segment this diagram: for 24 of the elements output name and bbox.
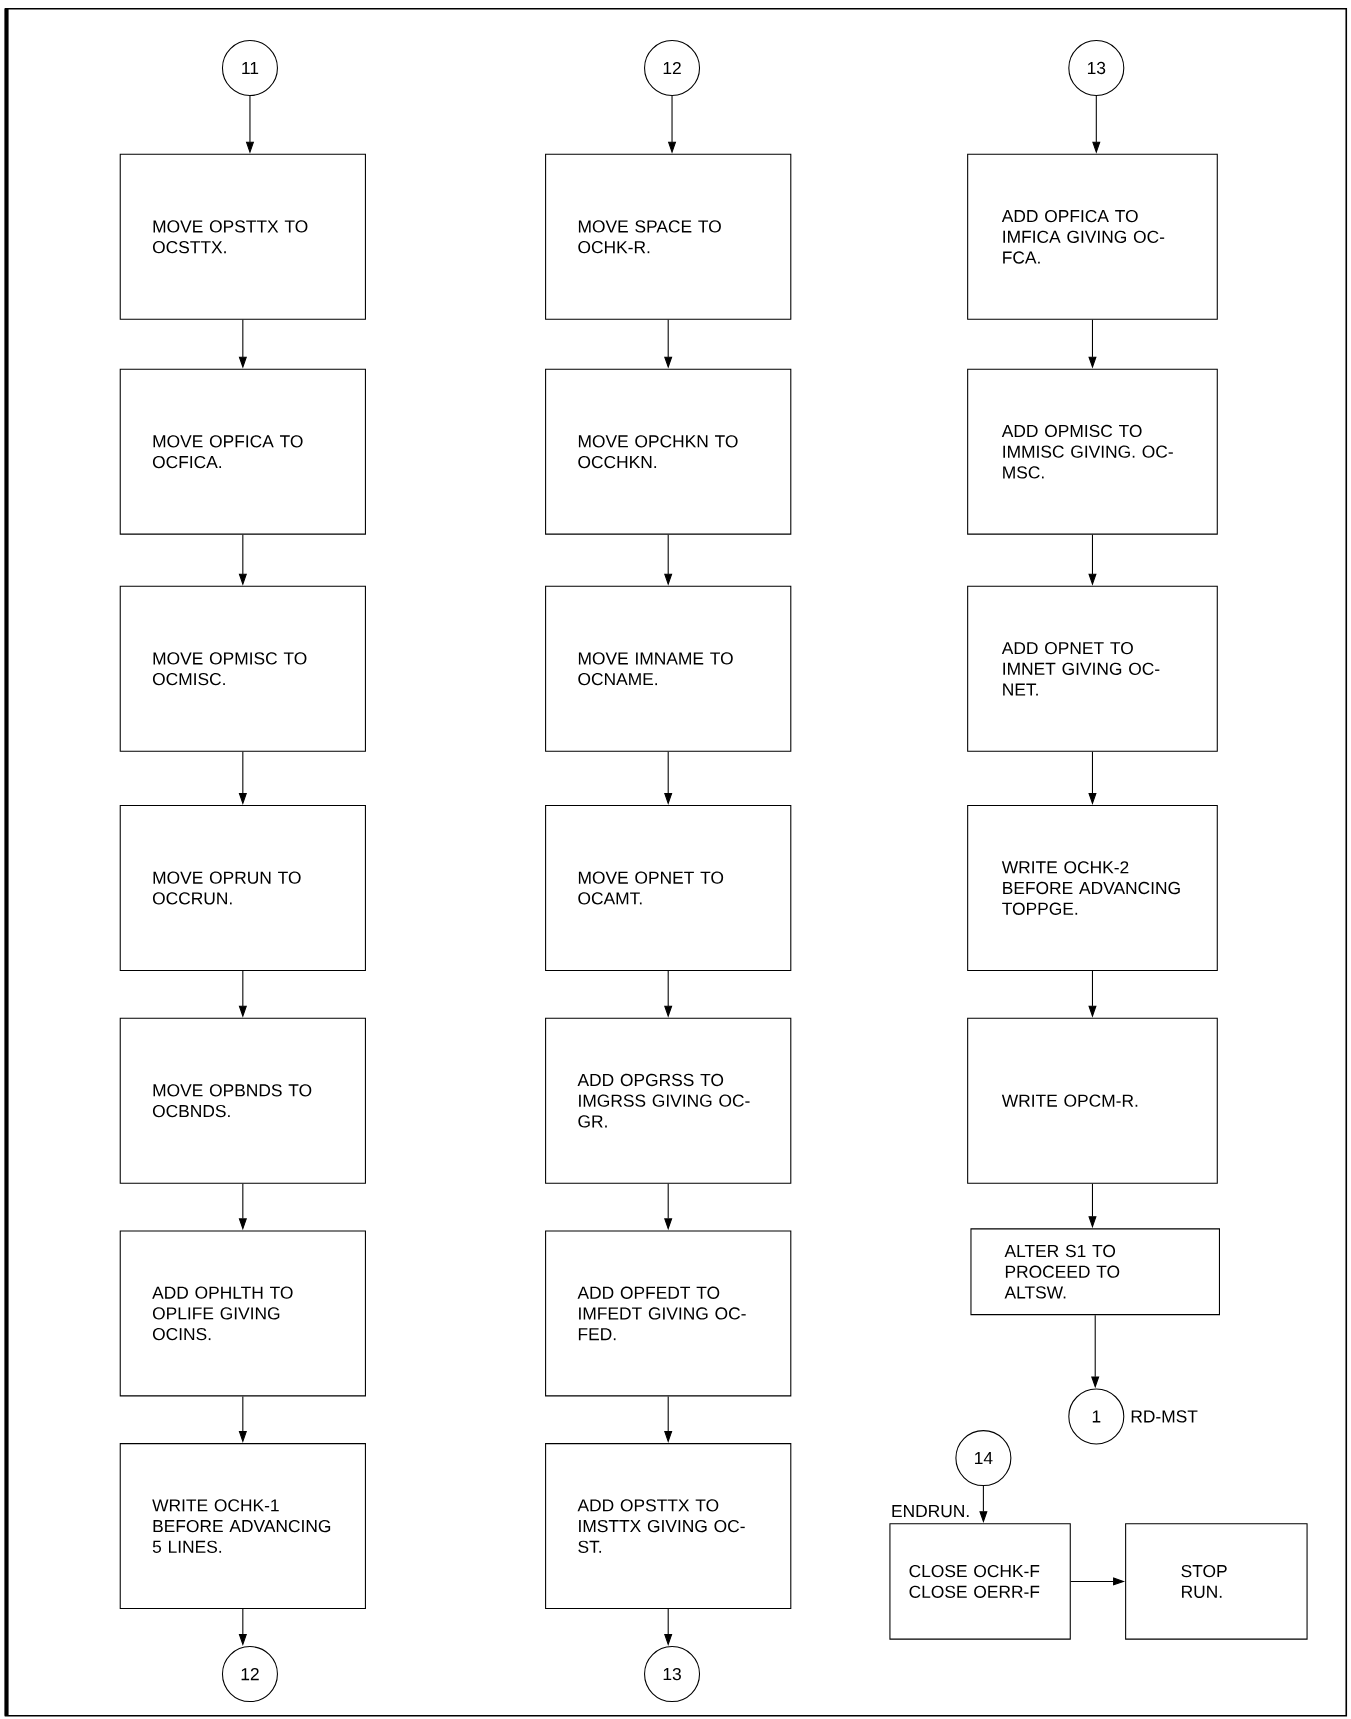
process-box: WRITE OCHK-2 BEFORE ADVANCING TOPPGE. [967,805,1218,972]
process-box: MOVE OPFICA TO OCFICA. [119,368,367,535]
connector-label: RD-MST [1131,1410,1198,1423]
paragraph-label: ENDRUN. [892,1505,969,1518]
process-box: ADD OPFICA TO IMFICA GIVING OC-FCA. [967,153,1218,320]
process-box: STOP RUN. [1125,1523,1308,1640]
process-box: ADD OPGRSS TO IMGRSS GIVING OC-GR. [545,1017,792,1184]
process-box: MOVE SPACE TO OCHK-R. [545,153,792,320]
process-box: MOVE OPSTTX TO OCSTTX. [119,153,367,320]
process-box: ADD OPHLTH TO OPLIFE GIVING OCINS. [119,1230,367,1397]
process-box: WRITE OPCM-R. [967,1017,1218,1184]
process-box: ADD OPFEDT TO IMFEDT GIVING OC-FED. [545,1230,792,1397]
process-box: MOVE OPNET TO OCAMT. [545,805,792,972]
process-box: ADD OPNET TO IMNET GIVING OC-NET. [967,585,1218,752]
process-box: MOVE OPRUN TO OCCRUN. [119,805,367,972]
process-box: CLOSE OCHK-F CLOSE OERR-F [889,1523,1071,1640]
process-box: MOVE OPMISC TO OCMISC. [119,585,367,752]
process-box: MOVE OPCHKN TO OCCHKN. [545,368,792,535]
process-box: MOVE IMNAME TO OCNAME. [545,585,792,752]
process-box: ADD OPSTTX TO IMSTTX GIVING OC-ST. [545,1443,792,1610]
process-box: ALTER S1 TO PROCEED TO ALTSW. [970,1228,1221,1316]
process-box: MOVE OPBNDS TO OCBNDS. [119,1017,367,1184]
process-box: WRITE OCHK-1 BEFORE ADVANCING 5 LINES. [119,1443,367,1610]
process-box: ADD OPMISC TO IMMISC GIVING. OC-MSC. [967,368,1218,535]
